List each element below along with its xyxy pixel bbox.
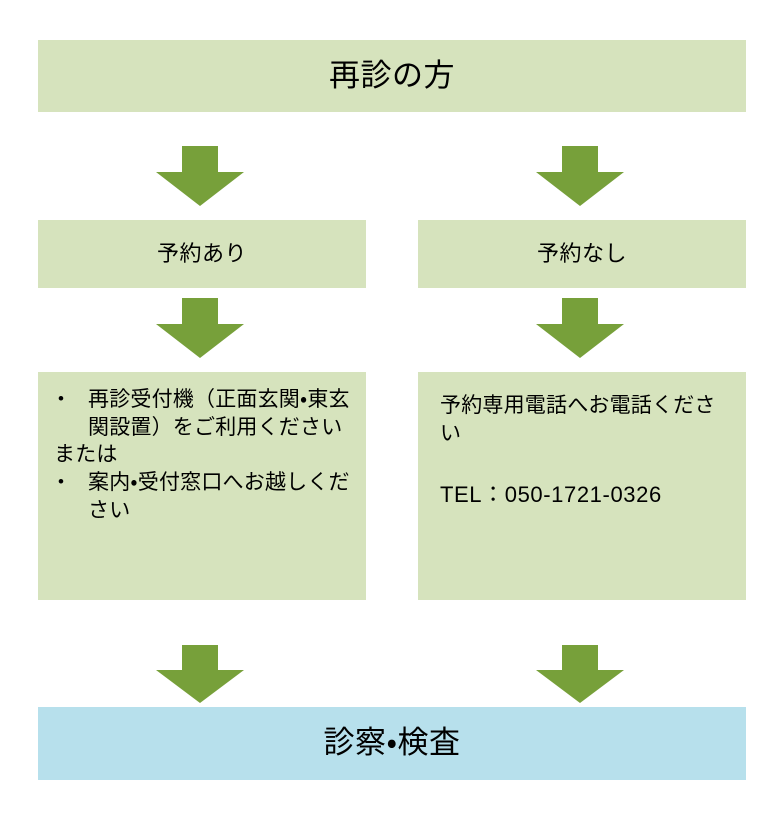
- list-item-text: 再診受付機（正面玄関・東玄関設置）をご利用ください: [88, 388, 350, 439]
- down-arrow-icon: [536, 146, 624, 206]
- bullet-icon: •: [58, 472, 65, 492]
- list-item-text: 案内・受付窓口へお越しください: [88, 471, 350, 522]
- branch-label-with-appointment: 予約あり: [156, 240, 247, 266]
- footer-box-label: 診察・検査: [323, 725, 461, 761]
- branch-box-without-appointment: 予約なし: [418, 220, 746, 288]
- down-arrow-icon: [156, 298, 244, 358]
- down-arrow-icon: [536, 645, 624, 703]
- down-arrow-icon: [536, 298, 624, 358]
- detail-list-with-appointment: • 再診受付機（正面玄関・東玄関設置）をご利用ください または • 案内・受付窓…: [50, 386, 354, 525]
- branch-label-without-appointment: 予約なし: [536, 240, 627, 266]
- detail-box-without-appointment: 予約専用電話へお電話ください TEL：050-1721-0326: [418, 372, 746, 600]
- telephone-number: TEL：050-1721-0326: [440, 482, 662, 508]
- detail-box-with-appointment: • 再診受付機（正面玄関・東玄関設置）をご利用ください または • 案内・受付窓…: [38, 372, 366, 600]
- list-item: • 再診受付機（正面玄関・東玄関設置）をご利用ください: [50, 386, 354, 441]
- down-arrow-icon: [156, 645, 244, 703]
- branch-box-with-appointment: 予約あり: [38, 220, 366, 288]
- detail-connector-text: または: [54, 443, 118, 467]
- bullet-icon: •: [58, 389, 65, 408]
- down-arrow-icon: [156, 146, 244, 206]
- list-item: • 案内・受付窓口へお越しください: [50, 469, 354, 524]
- footer-box-examination: 診察・検査: [38, 707, 746, 780]
- header-box-returning-patients: 再診の方: [38, 40, 746, 112]
- header-box-label: 再診の方: [329, 57, 455, 93]
- detail-instruction-text: 予約専用電話へお電話ください: [440, 394, 716, 445]
